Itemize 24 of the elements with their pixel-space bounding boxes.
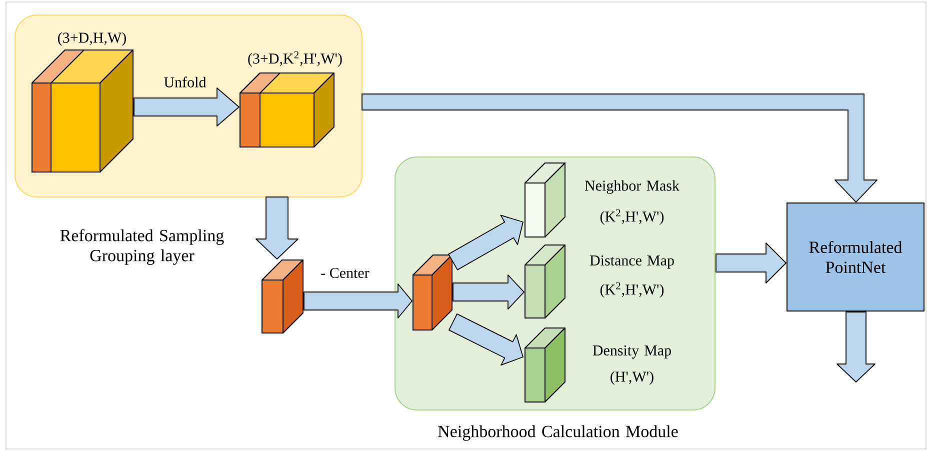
block-arrow: [716, 242, 786, 284]
process-box: Reformulated PointNet: [786, 202, 924, 312]
panel-caption: Reformulated Sampling Grouping layer: [60, 229, 224, 265]
cube-label: (3+D,K$^{2}$,H',W'): [248, 51, 342, 67]
edge-label: Unfold: [164, 76, 206, 88]
cube-label: (H',W'): [610, 371, 654, 385]
edge-label: - Center: [321, 268, 370, 278]
block-arrow: [362, 94, 878, 202]
cube-label: Density Map: [592, 345, 671, 359]
panel-caption: Neighborhood Calculation Module: [438, 425, 678, 441]
block-arrow: [304, 284, 412, 318]
block-arrow: [448, 314, 524, 366]
cube: [412, 254, 452, 330]
cube-label: (K$^{2}$,H',W'): [600, 282, 664, 298]
cube-label: (K$^{2}$,H',W'): [600, 209, 664, 225]
block-arrow: [256, 196, 298, 260]
cube-label: Distance Map: [590, 255, 674, 269]
block-arrow: [448, 214, 524, 270]
block-arrow: [134, 88, 240, 126]
cube: [262, 260, 304, 334]
block-arrow: [452, 274, 524, 310]
block-arrow: [836, 312, 876, 382]
cube-label: (3+D,H,W): [58, 32, 126, 46]
cube-label: Neighbor Mask: [584, 180, 680, 194]
